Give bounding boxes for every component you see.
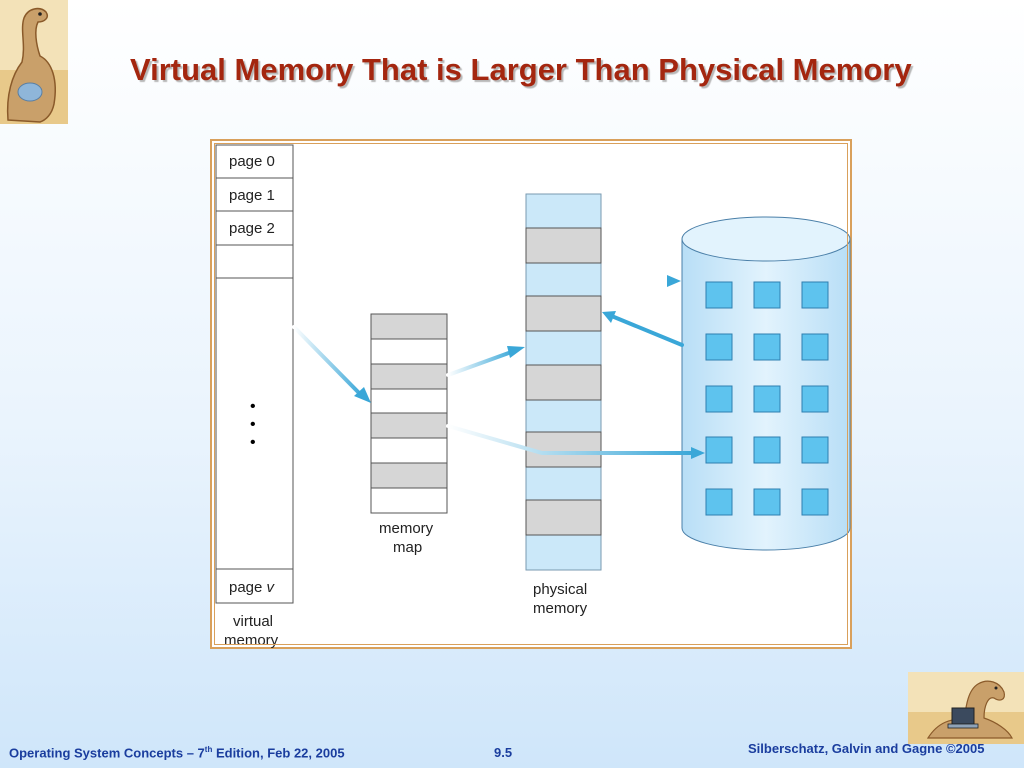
- mapping-arrows: [292, 275, 705, 459]
- diagram-frame: page 0 page 1 page 2 • • • page v virtua…: [210, 139, 852, 649]
- memory-map-label-line1: memory: [379, 520, 434, 537]
- physical-memory-label-line1: physical: [533, 581, 587, 598]
- memory-map-column: memory map: [370, 313, 448, 556]
- footer-page-number: 9.5: [494, 745, 513, 760]
- page-2-label: page 2: [229, 220, 275, 237]
- physical-memory-column: physical memory: [525, 193, 602, 617]
- footer-book-title: Operating System Concepts – 7th Edition,…: [9, 745, 345, 761]
- page-v-label: page v: [229, 579, 276, 596]
- disk-blocks: [705, 281, 829, 516]
- page-1-label: page 1: [229, 187, 275, 204]
- arrow-map-to-physical: [446, 349, 516, 377]
- virtual-memory-column: page 0 page 1 page 2 • • • page v virtua…: [215, 144, 294, 649]
- virtual-memory-diagram: page 0 page 1 page 2 • • • page v virtua…: [215, 144, 851, 649]
- ellipsis-dot-2: •: [250, 416, 256, 433]
- memory-map-label-line2: map: [393, 539, 422, 556]
- arrow-disk-to-physical: [612, 315, 684, 347]
- virtual-memory-label-line1: virtual: [233, 613, 273, 630]
- ellipsis-dot-3: •: [250, 434, 256, 451]
- slide-title: Virtual Memory That is Larger Than Physi…: [130, 52, 912, 87]
- page-0-label: page 0: [229, 153, 275, 170]
- arrow-map-to-disk: [446, 424, 694, 455]
- footer-authors: Silberschatz, Galvin and Gagne ©2005: [748, 741, 985, 756]
- disk-cylinder: [681, 216, 851, 551]
- arrow-virtual-to-map: [292, 325, 364, 398]
- ellipsis-dot-1: •: [250, 398, 256, 415]
- virtual-memory-label-line2: memory: [224, 632, 279, 649]
- physical-memory-label-line2: memory: [533, 600, 588, 617]
- dinosaur-laptop-icon: [908, 672, 1024, 744]
- dinosaur-logo-icon: [0, 0, 68, 124]
